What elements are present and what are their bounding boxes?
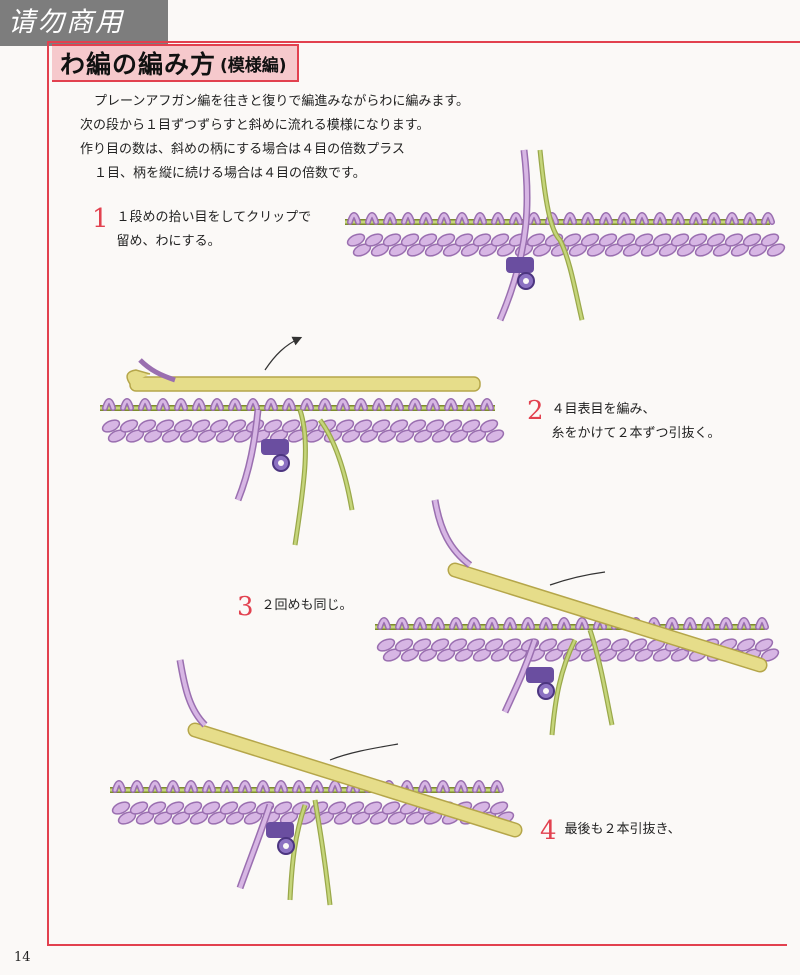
step-number: 2 — [527, 396, 544, 426]
step-1: 1 １段めの拾い目をしてクリップで 留め、わにする。 — [92, 206, 311, 254]
step-text: １段めの拾い目をしてクリップで 留め、わにする。 — [117, 206, 312, 254]
illustration-step-1 — [344, 149, 788, 322]
step-text: ２回めも同じ。 — [262, 594, 353, 618]
step-3: 3 ２回めも同じ。 — [237, 594, 353, 620]
step-4: 4 最後も２本引抜き、 — [540, 818, 681, 844]
title-main: わ編の編み方 — [60, 50, 217, 79]
step-2: 2 ４目表目を編み、 糸をかけて２本ずつ引抜く。 — [527, 398, 721, 446]
step-line: １段めの拾い目をしてクリップで — [116, 210, 312, 225]
step-line: 最後も２本引抜き、 — [564, 822, 681, 837]
frame-left-rule — [47, 41, 49, 946]
frame-top-rule — [47, 41, 800, 43]
intro-line: 次の段から１目ずつずらすと斜めに流れる模様になります。 — [80, 118, 430, 133]
title-sub: (模様編) — [220, 55, 287, 76]
intro-line: プレーンアフガン編を往きと復りで編進みながらわに編みます。 — [94, 94, 470, 109]
illustration-step-4 — [109, 659, 523, 906]
step-text: 最後も２本引抜き、 — [565, 818, 681, 842]
step-number: 4 — [540, 816, 557, 846]
step-text: ４目表目を編み、 糸をかけて２本ずつ引抜く。 — [552, 398, 721, 446]
section-title: わ編の編み方 (模様編) — [52, 44, 299, 82]
page-number: 14 — [14, 950, 31, 965]
step-line: ４目表目を編み、 — [551, 402, 656, 417]
intro-paragraph: プレーンアフガン編を往きと復りで編進みながらわに編みます。 次の段から１目ずつず… — [80, 90, 530, 186]
step-line: 糸をかけて２本ずつ引抜く。 — [551, 426, 721, 441]
watermark: 请勿商用 — [0, 0, 168, 46]
step-number: 1 — [92, 204, 109, 234]
step-line: ２回めも同じ。 — [261, 598, 353, 613]
illustration-step-2 — [99, 336, 507, 546]
illustration-step-3 — [374, 499, 782, 736]
intro-line: 作り目の数は、斜めの柄にする場合は４目の倍数プラス — [80, 142, 405, 157]
step-number: 3 — [237, 592, 254, 622]
step-line: 留め、わにする。 — [116, 234, 221, 249]
frame-bottom-rule — [47, 944, 787, 946]
intro-line: １目、柄を縦に続ける場合は４目の倍数です。 — [94, 166, 366, 181]
